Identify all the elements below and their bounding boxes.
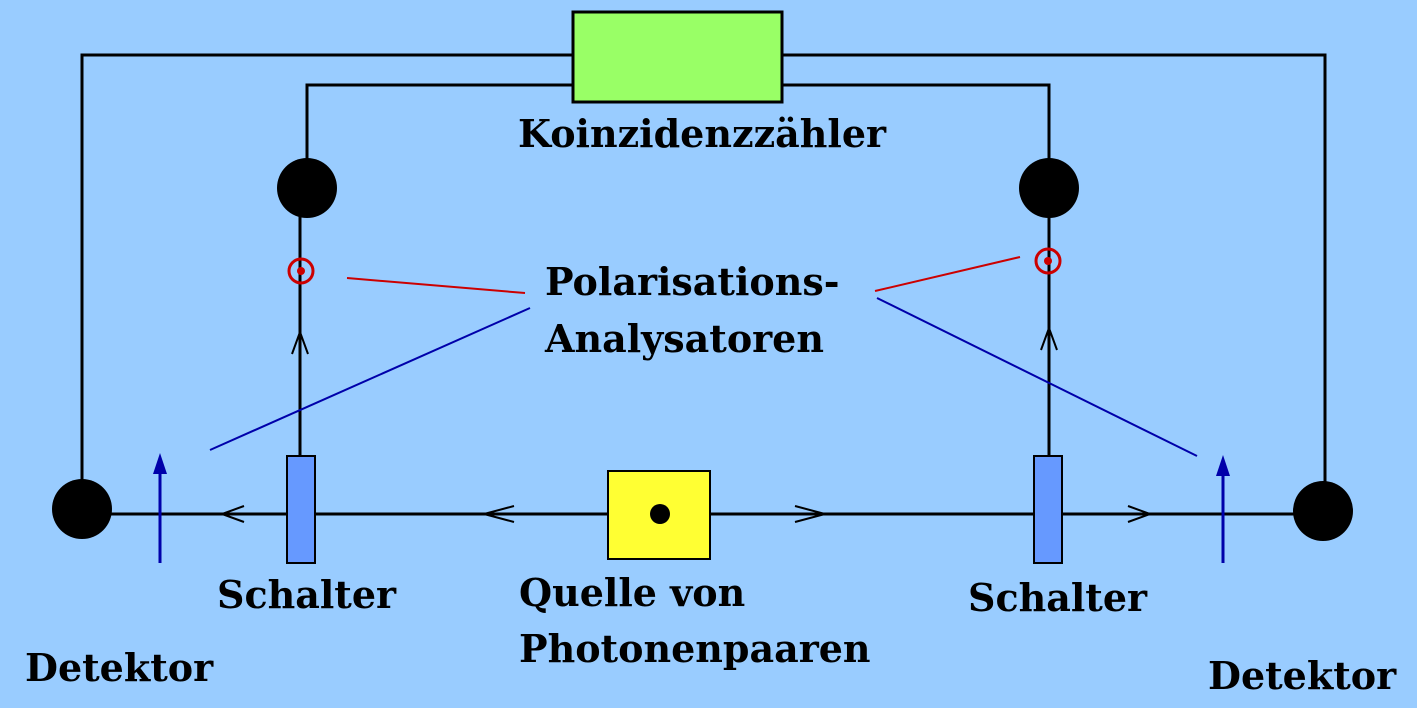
- arrow-left-outer: [219, 505, 245, 523]
- detector-left-circle: [52, 479, 112, 539]
- arrow-right-outer: [1127, 505, 1153, 523]
- detector-right-circle: [1293, 481, 1353, 541]
- analyzers-label-line2: Analysatoren: [545, 316, 824, 361]
- switch-right-bar: [1033, 455, 1063, 564]
- photon-source-dot: [650, 504, 670, 524]
- analyzer-left-red-ring: [287, 257, 315, 285]
- detector-left-label: Detektor: [25, 645, 214, 690]
- arrow-left-inner: [480, 505, 515, 523]
- arrow-right-up: [1040, 325, 1058, 351]
- pointer-red-left: [346, 277, 526, 294]
- analyzers-label-line1: Polarisations-: [545, 259, 840, 304]
- switch-left-bar: [286, 455, 316, 564]
- analyzer-left-blue-head: [153, 453, 167, 474]
- analyzer-right-red-dot: [1044, 257, 1052, 265]
- arrow-left-up: [291, 329, 309, 355]
- pointer-blue-right: [876, 297, 1198, 457]
- analyzer-right-blue-head: [1216, 455, 1230, 476]
- counter-label: Koinzidenzzähler: [518, 111, 887, 156]
- switch-right-label: Schalter: [968, 575, 1148, 620]
- detector-upper-left-circle: [277, 158, 337, 218]
- analyzer-left-red-dot: [297, 267, 305, 275]
- pointer-blue-left: [209, 307, 531, 451]
- arrow-right-inner: [794, 505, 829, 523]
- source-label-line2: Photonenpaaren: [519, 626, 871, 671]
- source-label-line1: Quelle von: [519, 570, 746, 615]
- detector-upper-right-circle: [1019, 158, 1079, 218]
- coincidence-counter-box: [571, 10, 784, 104]
- switch-left-label: Schalter: [217, 572, 397, 617]
- pointer-red-right: [874, 256, 1021, 292]
- analyzer-right-red-ring: [1034, 247, 1062, 275]
- detector-right-label: Detektor: [1208, 653, 1397, 698]
